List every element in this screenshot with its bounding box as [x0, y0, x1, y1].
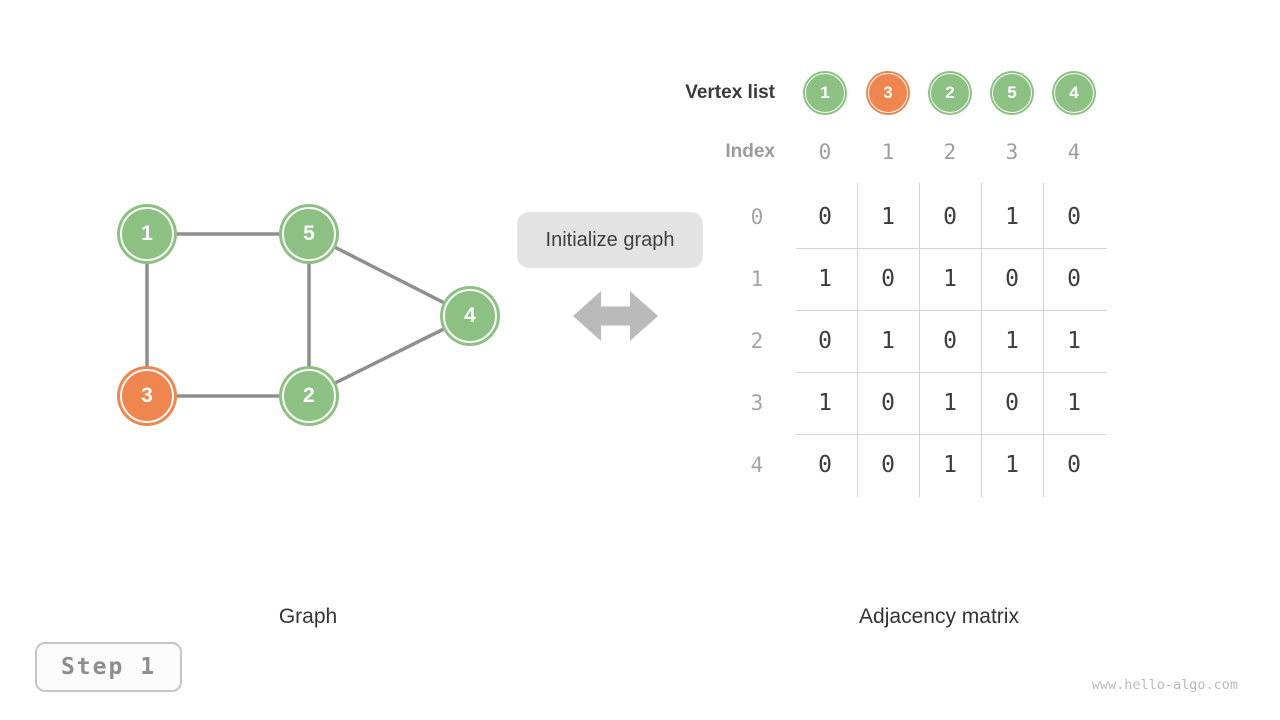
- vertex-list-item-4-label: 4: [1069, 83, 1079, 102]
- matrix-vline-1: [919, 183, 920, 497]
- matrix-cell-2-1: 1: [881, 328, 895, 354]
- graph-node-2-label: 2: [303, 384, 315, 407]
- matrix-cell-3-4: 1: [1067, 390, 1081, 416]
- index-label: Index: [725, 141, 775, 162]
- graph-node-1: 1: [117, 204, 177, 264]
- matrix-hline-2: [796, 372, 1107, 373]
- matrix-cell-1-2: 1: [943, 266, 957, 292]
- vertex-list-item-3-label: 3: [883, 83, 893, 102]
- graph-node-3-label: 3: [141, 384, 153, 407]
- vertex-list-item-4: 4: [1052, 71, 1096, 115]
- graph-node-4-label: 4: [464, 304, 476, 327]
- vertex-list-item-5-label: 5: [1007, 83, 1017, 102]
- matrix-row-label-3: 3: [750, 391, 764, 415]
- matrix-cell-2-0: 0: [818, 328, 832, 354]
- matrix-cell-1-0: 1: [818, 266, 832, 292]
- matrix-cell-3-1: 0: [881, 390, 895, 416]
- vertex-list-label: Vertex list: [685, 82, 775, 103]
- graph-caption: Graph: [278, 605, 338, 628]
- matrix-hline-3: [796, 434, 1107, 435]
- matrix-cell-1-4: 0: [1067, 266, 1081, 292]
- vertex-list-item-2: 2: [928, 71, 972, 115]
- graph-node-5: 5: [279, 204, 339, 264]
- matrix-cell-2-3: 1: [1005, 328, 1019, 354]
- matrix-cell-4-0: 0: [818, 452, 832, 478]
- index-value-0: 0: [818, 140, 832, 164]
- index-value-3: 3: [1005, 140, 1019, 164]
- matrix-vline-3: [1043, 183, 1044, 497]
- matrix-cell-4-2: 1: [943, 452, 957, 478]
- matrix-hline-0: [796, 248, 1107, 249]
- operation-label: Initialize graph: [545, 228, 675, 251]
- graph-node-2: 2: [279, 366, 339, 426]
- matrix-cell-0-0: 0: [818, 204, 832, 230]
- matrix-row-label-1: 1: [750, 267, 764, 291]
- matrix-cell-3-3: 0: [1005, 390, 1019, 416]
- matrix-cell-4-3: 1: [1005, 452, 1019, 478]
- index-value-1: 1: [881, 140, 895, 164]
- matrix-vline-0: [856, 183, 858, 497]
- matrix-row-label-2: 2: [750, 329, 764, 353]
- matrix-cell-1-3: 0: [1005, 266, 1019, 292]
- graph-node-5-label: 5: [303, 222, 315, 245]
- index-value-2: 2: [943, 140, 957, 164]
- matrix-cell-1-1: 0: [881, 266, 895, 292]
- index-value-4: 4: [1067, 140, 1081, 164]
- matrix-row-label-0: 0: [750, 205, 764, 229]
- step-badge-label: Step 1: [60, 654, 157, 680]
- matrix-cell-3-2: 1: [943, 390, 957, 416]
- left-right-arrow-icon: [573, 291, 658, 341]
- graph-node-4: 4: [440, 286, 500, 346]
- matrix-row-label-4: 4: [750, 453, 764, 477]
- matrix-vline-2: [981, 183, 982, 497]
- graph-node-3: 3: [117, 366, 177, 426]
- vertex-list-item-2-label: 2: [945, 83, 955, 102]
- matrix-cell-3-0: 1: [818, 390, 832, 416]
- double-arrow-shape: [573, 291, 658, 341]
- operation-label-pill: Initialize graph: [517, 212, 703, 268]
- matrix-hline-1: [796, 310, 1107, 311]
- graph-node-1-label: 1: [141, 222, 153, 245]
- matrix-cell-4-4: 0: [1067, 452, 1081, 478]
- matrix-cell-0-2: 0: [943, 204, 957, 230]
- matrix-caption: Adjacency matrix: [859, 605, 1019, 628]
- vertex-list-item-1: 1: [803, 71, 847, 115]
- matrix-cell-2-2: 0: [943, 328, 957, 354]
- watermark-url: www.hello-algo.com: [1091, 677, 1238, 693]
- vertex-list-item-1-label: 1: [820, 83, 830, 102]
- vertex-list-item-3: 3: [866, 71, 910, 115]
- matrix-cell-4-1: 0: [881, 452, 895, 478]
- matrix-cell-0-3: 1: [1005, 204, 1019, 230]
- matrix-cell-0-1: 1: [881, 204, 895, 230]
- vertex-list-item-5: 5: [990, 71, 1034, 115]
- matrix-cell-0-4: 0: [1067, 204, 1081, 230]
- matrix-cell-2-4: 1: [1067, 328, 1081, 354]
- step-badge: Step 1: [35, 642, 182, 692]
